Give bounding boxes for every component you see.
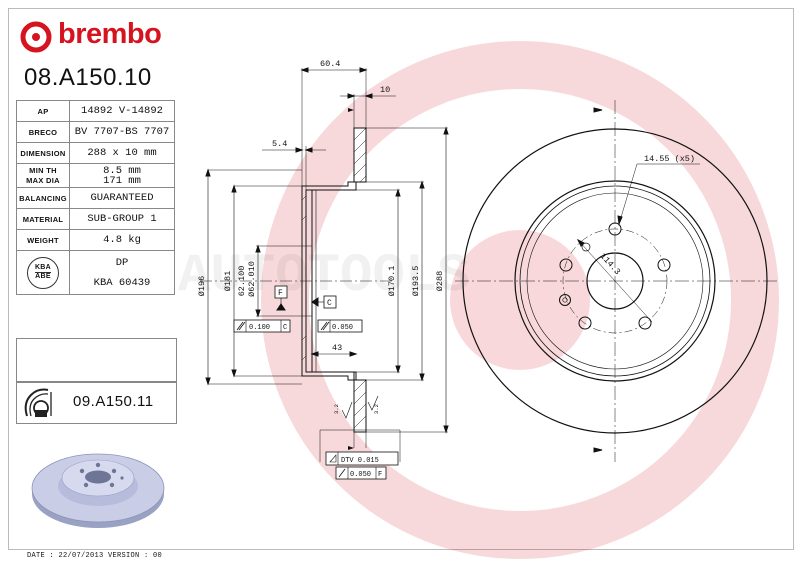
footer-date: DATE : 22/07/2013 VERSION : 00	[27, 552, 163, 560]
dim-62-100: 62.100	[237, 266, 247, 297]
dim-193-5: Ø193.5	[411, 266, 421, 297]
dtv-value: DTV 0.015	[341, 457, 379, 465]
flatness-ref: F	[378, 471, 382, 479]
spec-value: SUB-GROUP 1	[69, 208, 175, 230]
dim-hat-offset: 5.4	[272, 139, 287, 149]
dim-181: Ø181	[223, 271, 233, 291]
brembo-logo-mark	[20, 21, 52, 53]
tolerance-right: 0.050	[332, 324, 353, 332]
section-dimension-labels: 60.4 10 5.4 Ø196 Ø181 62.100 Ø62.010 Ø17…	[197, 59, 445, 479]
alt-part-number: 09.A150.11	[73, 393, 154, 410]
alt-part-row: 09.A150.11	[16, 382, 177, 424]
flatness-value: 0.050	[350, 471, 371, 479]
tolerance-left: 0.100	[249, 324, 270, 332]
disc-isometric-image	[31, 453, 165, 528]
spec-value: DP KBA 60439	[69, 250, 175, 295]
datum-f-label: F	[278, 289, 283, 298]
spec-value: 14892 V-14892	[69, 100, 175, 122]
spec-value: 4.8 kg	[69, 229, 175, 251]
brembo-watermark	[261, 41, 779, 559]
dim-196: Ø196	[197, 276, 207, 296]
section-view	[200, 67, 449, 480]
dim-pcd: 114.3	[598, 251, 623, 277]
spec-value: BV 7707-BS 7707	[69, 121, 175, 143]
dim-top-width: 60.4	[320, 59, 340, 69]
spec-value: 288 x 10 mm	[69, 142, 175, 164]
roughness-2: 3.2	[373, 404, 380, 414]
coated-disc-icon	[24, 388, 52, 417]
tolerance-left-ref: C	[283, 324, 287, 332]
dim-stud-holes: 14.55 (x5)	[644, 154, 695, 164]
part-number: 08.A150.10	[24, 64, 152, 91]
brand-name: brembo	[58, 18, 162, 50]
dim-170-1: Ø170.1	[387, 266, 397, 297]
drawing-frame	[8, 8, 794, 550]
dim-62-010: Ø62.010	[247, 261, 257, 297]
front-view	[455, 100, 780, 462]
dim-hat-depth: 43	[332, 343, 342, 353]
spec-value: GUARANTEED	[69, 187, 175, 209]
dim-288: Ø288	[435, 271, 445, 291]
brembo-logo: brembo	[20, 18, 180, 56]
front-dimension-labels: 14.55 (x5) 114.3	[598, 154, 695, 277]
datum-c-label: C	[327, 299, 332, 308]
roughness-1: 3.2	[333, 404, 340, 414]
dim-thickness: 10	[380, 85, 390, 95]
blank-panel	[16, 338, 177, 382]
